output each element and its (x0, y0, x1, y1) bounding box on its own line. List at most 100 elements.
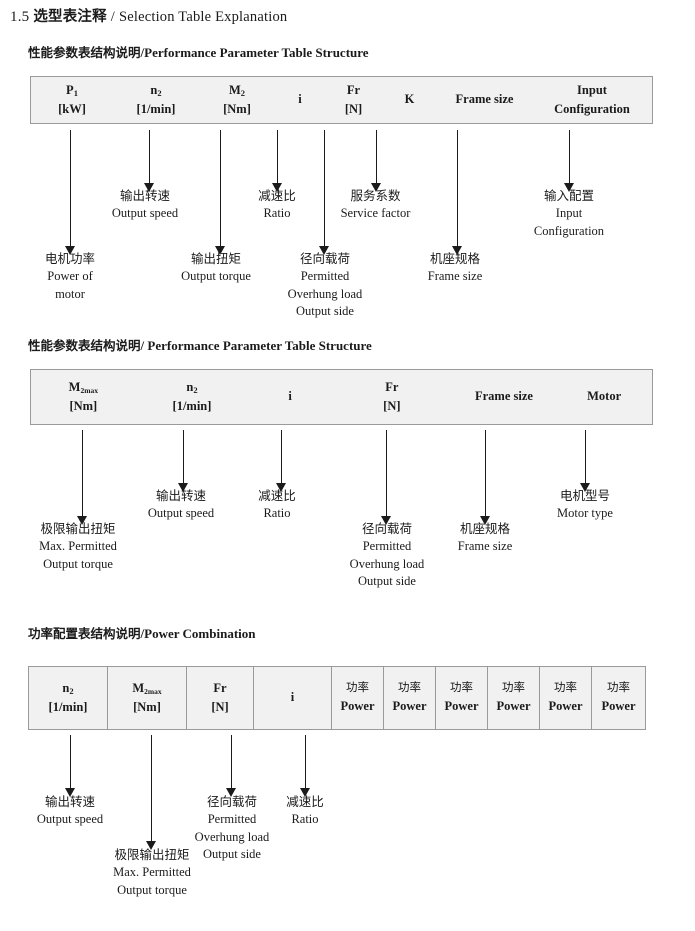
arrow-to-overhung-load-1 (319, 130, 330, 255)
caption-output-speed-2: 输出转速 Output speed (136, 487, 226, 523)
section-1-heading: 性能参数表结构说明/Performance Parameter Table St… (28, 42, 369, 61)
table2-col-i: i (288, 389, 292, 404)
caption-motor-type: 电机型号 Motor type (540, 487, 630, 523)
caption-max-output-torque-2-en-1: Max. Permitted (39, 538, 117, 553)
caption-overhung-load-2-en-3: Output side (358, 574, 416, 589)
caption-ratio-2: 减速比 Ratio (237, 487, 317, 523)
arrow-to-service-factor (371, 130, 382, 192)
arrow-to-output-speed-2 (178, 430, 189, 492)
arrow-to-output-speed-1 (144, 130, 155, 192)
caption-frame-size-1-cn: 机座规格 (429, 251, 480, 266)
caption-output-speed-2-en: Output speed (147, 505, 215, 520)
section-1-heading-cn: 性能参数表结构说明 (28, 45, 141, 60)
table1-col-p1: P1[kW] (58, 82, 86, 116)
caption-input-configuration-en-2: Configuration (533, 223, 605, 238)
caption-ratio-1-en: Ratio (263, 205, 291, 220)
arrow-to-overhung-load-2 (381, 430, 392, 525)
caption-frame-size-1-en: Frame size (427, 268, 483, 283)
caption-overhung-load-1: 径向载荷 Permitted Overhung load Output side (269, 250, 381, 321)
caption-overhung-load-1-en-2: Overhung load (287, 286, 363, 301)
caption-overhung-load-2-en-2: Overhung load (349, 556, 425, 571)
section-3-heading-en: Power Combination (144, 626, 256, 641)
caption-ratio-3-cn: 减速比 (286, 794, 324, 809)
caption-input-configuration: 输入配置 Input Configuration (513, 187, 625, 240)
caption-ratio-2-en: Ratio (263, 505, 291, 520)
caption-output-speed-2-cn: 输出转速 (155, 488, 206, 503)
caption-overhung-load-3-en-2: Overhung load (194, 829, 270, 844)
table2-col-m2max: M2max[Nm] (68, 379, 98, 413)
caption-input-configuration-cn: 输入配置 (543, 188, 594, 203)
caption-max-output-torque-3-en-2: Output torque (117, 882, 187, 897)
table1-col-k: K (404, 92, 415, 107)
arrow-to-frame-size-2 (480, 430, 491, 525)
arrow-to-motor-type (580, 430, 591, 492)
section-number: 1.5 (10, 9, 30, 25)
section-3-heading-sep: / (140, 626, 145, 641)
caption-output-torque: 输出扭矩 Output torque (170, 250, 262, 286)
caption-output-speed-3: 输出转速 Output speed (25, 793, 115, 829)
caption-output-torque-en: Output torque (181, 268, 251, 283)
caption-overhung-load-3-en-3: Output side (203, 847, 261, 862)
caption-service-factor: 服务系数 Service factor (323, 187, 428, 223)
table3-col-m2max: M2max[Nm] (108, 667, 187, 729)
table2-col-fr: Fr[N] (383, 379, 401, 413)
caption-overhung-load-1-en-3: Output side (296, 304, 354, 319)
caption-overhung-load-2-en-1: Permitted (362, 538, 412, 553)
caption-max-output-torque-3: 极限输出扭矩 Max. Permitted Output torque (96, 846, 208, 899)
caption-max-output-torque-2-cn: 极限输出扭矩 (40, 521, 116, 536)
table2-col-motor: Motor (587, 389, 622, 404)
arrow-to-max-output-torque-2 (77, 430, 88, 525)
caption-frame-size-2-cn: 机座规格 (459, 521, 510, 536)
section-1-heading-sep: / (140, 45, 145, 60)
caption-overhung-load-1-cn: 径向载荷 (299, 251, 350, 266)
arrow-to-max-output-torque-3 (146, 735, 157, 850)
table1-col-i: i (298, 92, 302, 107)
arrow-to-ratio-1 (272, 130, 283, 192)
table1-col-m2: M2[Nm] (223, 82, 251, 116)
arrow-to-output-speed-3 (65, 735, 76, 797)
caption-frame-size-1: 机座规格 Frame size (412, 250, 498, 286)
caption-motor-type-en: Motor type (557, 505, 613, 520)
caption-input-configuration-en-1: Input (555, 205, 583, 220)
arrow-to-output-torque (215, 130, 226, 255)
caption-power-of-motor-en-2: motor (55, 286, 85, 301)
caption-max-output-torque-2-en-2: Output torque (43, 556, 113, 571)
arrow-to-ratio-2 (276, 430, 287, 492)
arrow-to-frame-size-1 (452, 130, 463, 255)
caption-overhung-load-2-cn: 径向载荷 (361, 521, 412, 536)
performance-parameter-table-1: P1[kW] n2[1/min] M2[Nm] i Fr[N] K Frame … (30, 76, 653, 124)
table1-col-framesize: Frame size (455, 92, 514, 107)
caption-power-of-motor-en-1: Power of (47, 268, 93, 283)
caption-motor-type-cn: 电机型号 (559, 488, 610, 503)
caption-output-speed-1-cn: 输出转速 (119, 188, 170, 203)
section-1-heading-en: Performance Parameter Table Structure (144, 45, 369, 60)
caption-output-speed-1: 输出转速 Output speed (100, 187, 190, 223)
caption-ratio-3-en: Ratio (291, 811, 319, 826)
table1-col-fr: Fr[N] (344, 82, 363, 116)
table3-col-n2: n2[1/min] (29, 667, 108, 729)
caption-output-speed-1-en: Output speed (111, 205, 179, 220)
caption-max-output-torque-3-en-1: Max. Permitted (113, 864, 191, 879)
caption-max-output-torque-2: 极限输出扭矩 Max. Permitted Output torque (22, 520, 134, 573)
section-3-heading-cn: 功率配置表结构说明 (28, 626, 141, 641)
arrow-to-overhung-load-3 (226, 735, 237, 797)
caption-output-torque-cn: 输出扭矩 (190, 251, 241, 266)
caption-overhung-load-1-en-1: Permitted (300, 268, 350, 283)
caption-service-factor-cn: 服务系数 (350, 188, 401, 203)
caption-frame-size-2: 机座规格 Frame size (441, 520, 529, 556)
caption-ratio-2-cn: 减速比 (258, 488, 296, 503)
section-2-heading: 性能参数表结构说明/ Performance Parameter Table S… (28, 335, 372, 354)
caption-service-factor-en: Service factor (340, 205, 411, 220)
performance-parameter-table-2: M2max[Nm] n2[1/min] i Fr[N] Frame size M… (30, 369, 653, 425)
caption-output-speed-3-cn: 输出转速 (44, 794, 95, 809)
section-2-heading-sep: / (140, 338, 145, 353)
caption-overhung-load-3: 径向载荷 Permitted Overhung load Output side (176, 793, 288, 864)
caption-power-of-motor-cn: 电机功率 (44, 251, 95, 266)
arrow-to-power-of-motor (65, 130, 76, 255)
page-title: 1.5 选型表注释 / Selection Table Explanation (10, 5, 287, 26)
